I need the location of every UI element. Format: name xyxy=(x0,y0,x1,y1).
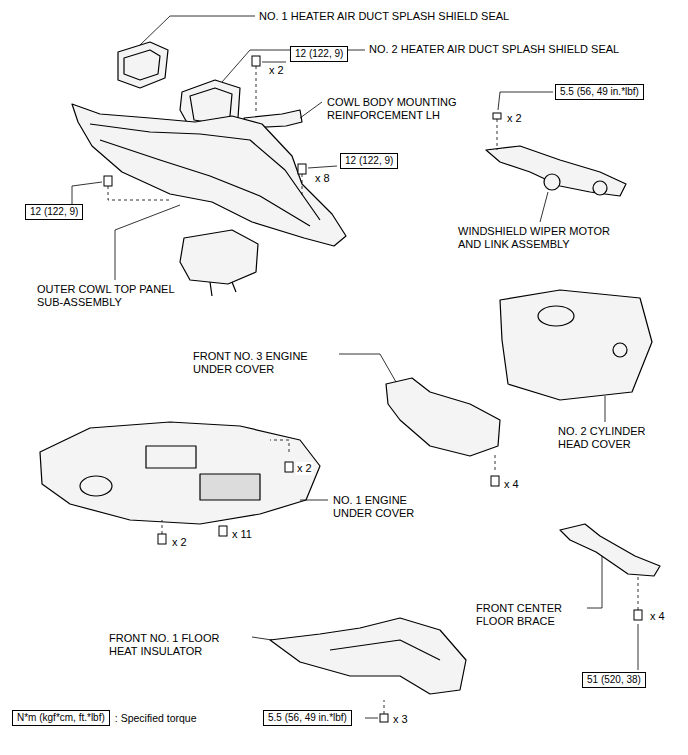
part-name: NO. 1 HEATER AIR DUCT SPLASH SHIELD SEAL xyxy=(258,10,510,23)
under-cover-1 xyxy=(40,422,320,524)
torque-value: 5.5 (56, 49 in.*lbf) xyxy=(263,710,352,726)
part-name: FRONT CENTER FLOOR BRACE xyxy=(475,602,587,628)
cowl-panel xyxy=(72,104,346,246)
reservoir xyxy=(180,230,258,284)
legend-note: : Specified torque xyxy=(115,712,197,724)
torque-box: 5.5 (56, 49 in.*lbf) xyxy=(555,84,644,100)
bolt-count: x 2 xyxy=(268,64,285,77)
torque-value: 12 (122, 9) xyxy=(25,204,83,220)
torque-box: 51 (520, 38) xyxy=(582,672,646,688)
bolt-count: x 2 xyxy=(506,112,523,125)
part-name: FRONT NO. 1 FLOOR HEAT INSULATOR xyxy=(108,632,250,658)
bolt-count: x 8 xyxy=(314,172,331,185)
torque-value: 5.5 (56, 49 in.*lbf) xyxy=(555,84,644,100)
torque-value: N*m (kgf*cm, ft.*lbf) xyxy=(12,710,110,726)
under-cover-3 xyxy=(386,378,500,456)
torque-value: 51 (520, 38) xyxy=(582,672,646,688)
part-name: NO. 2 CYLINDER HEAD COVER xyxy=(557,425,669,451)
torque-box: 12 (122, 9) xyxy=(25,204,83,220)
bolt-count: x 4 xyxy=(649,610,666,623)
torque-box: 12 (122, 9) xyxy=(290,46,348,62)
bolt-count: x 11 xyxy=(231,528,253,541)
bolt-count: x 3 xyxy=(392,713,409,726)
part-name: FRONT NO. 3 ENGINE UNDER COVER xyxy=(192,350,339,376)
heat-insulator xyxy=(270,618,466,694)
bolt-count: x 2 xyxy=(296,462,313,475)
seal-1 xyxy=(118,42,168,88)
part-name: WINDSHIELD WIPER MOTOR AND LINK ASSEMBLY xyxy=(457,225,634,251)
torque-box: 5.5 (56, 49 in.*lbf) xyxy=(263,710,352,726)
floor-brace xyxy=(560,524,660,576)
head-cover xyxy=(500,290,652,400)
torque-value: 12 (122, 9) xyxy=(340,153,398,169)
part-name: COWL BODY MOUNTING REINFORCEMENT LH xyxy=(326,96,468,122)
bolt-count: x 4 xyxy=(503,478,520,491)
torque-value: 12 (122, 9) xyxy=(290,46,348,62)
part-name: NO. 1 ENGINE UNDER COVER xyxy=(332,494,434,520)
part-name: OUTER COWL TOP PANEL SUB-ASSEMBLY xyxy=(36,283,188,309)
legend-box: N*m (kgf*cm, ft.*lbf) : Specified torque xyxy=(12,710,197,726)
wiper-link xyxy=(486,146,626,196)
part-name: NO. 2 HEATER AIR DUCT SPLASH SHIELD SEAL xyxy=(368,43,620,56)
bolt-count: x 2 xyxy=(171,536,188,549)
torque-box: 12 (122, 9) xyxy=(340,153,398,169)
